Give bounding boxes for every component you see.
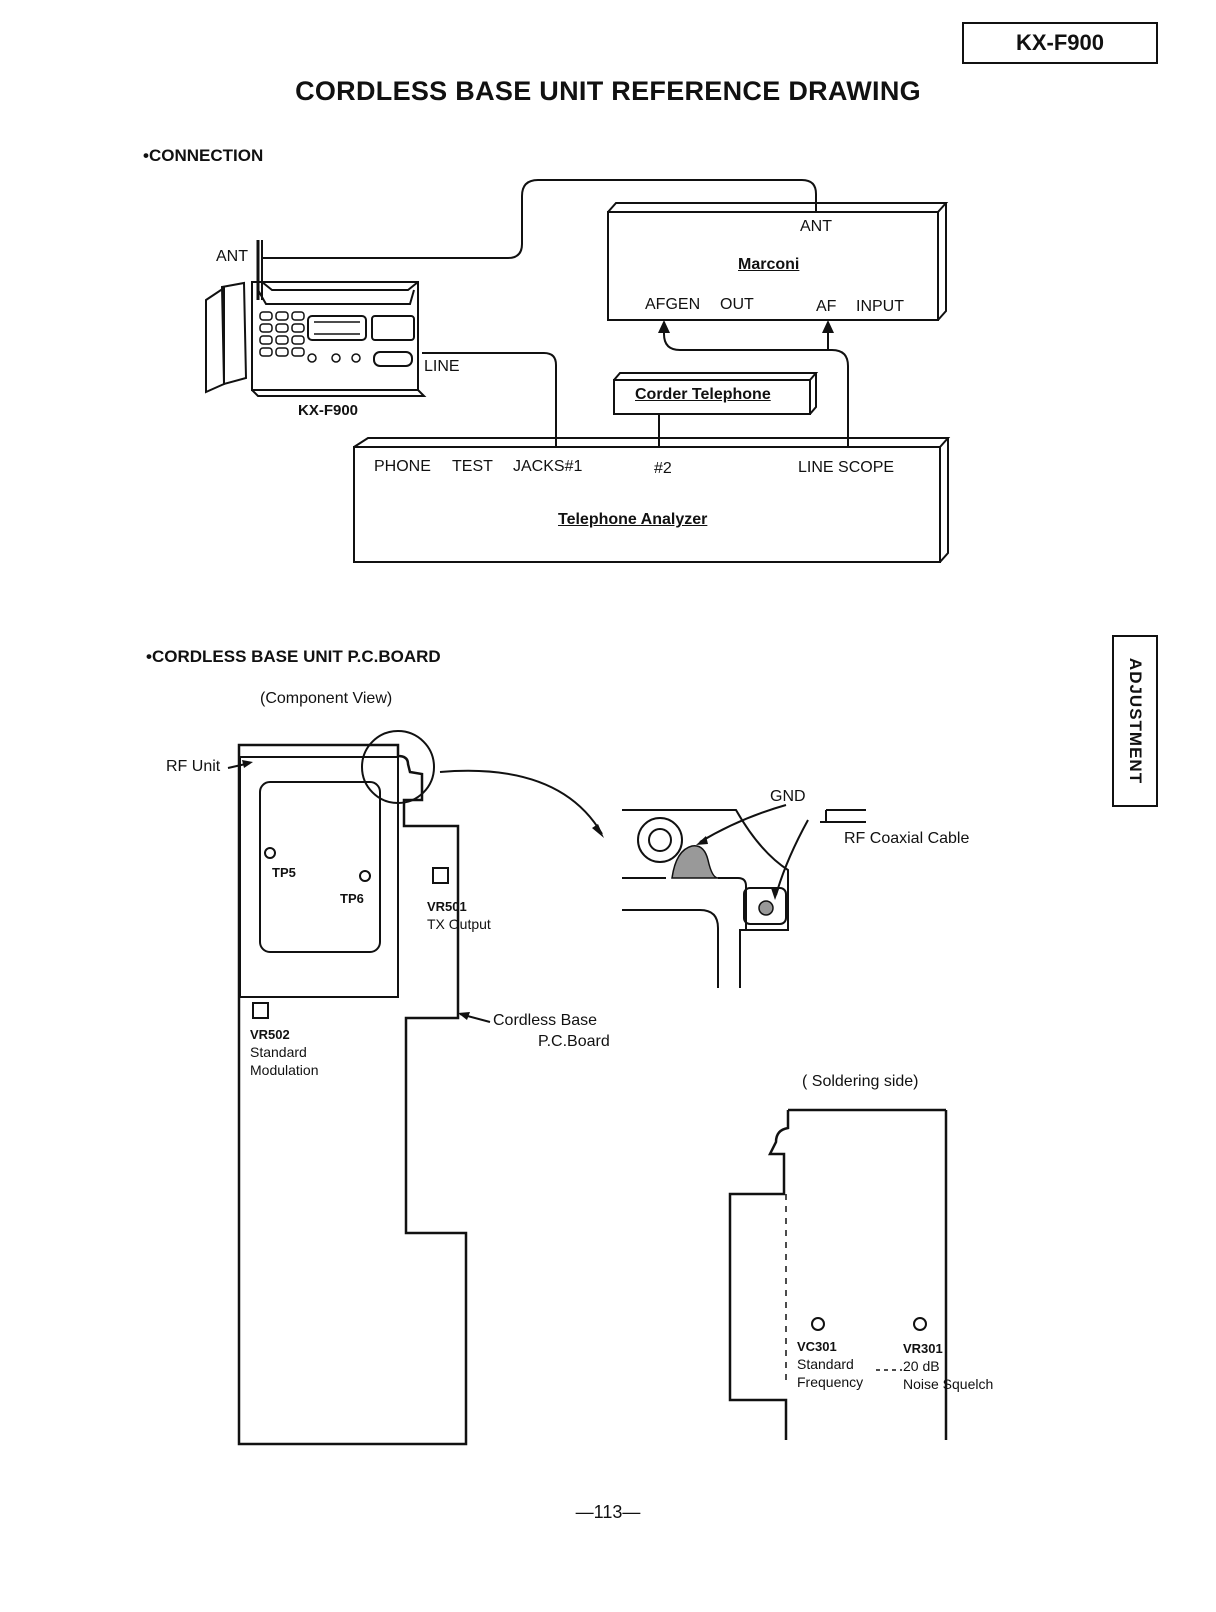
line-label: LINE — [424, 358, 460, 375]
vc301-label: VC301 — [797, 1339, 837, 1354]
solder-blob — [671, 845, 719, 879]
corder-telephone-label: Corder Telephone — [635, 386, 771, 403]
vr501-label: VR501 — [427, 899, 467, 914]
rf-unit-label: RF Unit — [166, 758, 221, 775]
ant-label: ANT — [216, 248, 248, 265]
afgen-label: AFGEN — [645, 296, 701, 313]
vr501-desc: TX Output — [427, 916, 491, 932]
vc301-desc2: Frequency — [797, 1374, 864, 1390]
soldering-side-label: ( Soldering side) — [802, 1073, 919, 1090]
vr301-label: VR301 — [903, 1341, 943, 1356]
component-view-label: (Component View) — [260, 690, 393, 707]
fax-keypad — [259, 311, 361, 363]
page-title: CORDLESS BASE UNIT REFERENCE DRAWING — [295, 76, 921, 106]
input-label: INPUT — [856, 298, 904, 315]
test-label: TEST — [452, 458, 493, 475]
tp6-label: TP6 — [340, 891, 364, 906]
connection-heading: •CONNECTION — [143, 146, 264, 165]
page-number: —113— — [575, 1502, 641, 1522]
phone-label: PHONE — [374, 458, 431, 475]
line-scope-label: LINE SCOPE — [798, 459, 895, 476]
pcboard-heading: •CORDLESS BASE UNIT P.C.BOARD — [146, 647, 441, 666]
marconi-ant-label: ANT — [800, 218, 832, 235]
marconi-label: Marconi — [738, 256, 800, 273]
vc301-desc1: Standard — [797, 1356, 854, 1372]
af-label: AF — [816, 298, 837, 315]
jacks1-label: JACKS#1 — [513, 458, 583, 475]
vr301-desc1: 20 dB — [903, 1358, 940, 1374]
jack2-label: #2 — [654, 460, 672, 477]
gnd-label: GND — [770, 788, 806, 805]
vr502-label: VR502 — [250, 1027, 290, 1042]
vr502-desc1: Standard — [250, 1044, 307, 1060]
rf-detail-view — [622, 804, 866, 988]
telephone-analyzer-label: Telephone Analyzer — [558, 511, 708, 528]
side-tab-label: ADJUSTMENT — [1126, 657, 1145, 785]
board-label-2: P.C.Board — [538, 1033, 610, 1050]
vr301-desc2: Noise Squelch — [903, 1376, 994, 1392]
side-tab: ADJUSTMENT — [1112, 635, 1158, 807]
device-label: KX-F900 — [298, 402, 359, 419]
fax-machine-icon — [205, 240, 427, 397]
model-box: KX-F900 — [962, 22, 1158, 64]
vr502-desc2: Modulation — [250, 1062, 319, 1078]
pcb-solder-outline — [728, 1110, 948, 1440]
board-label-1: Cordless Base — [493, 1012, 598, 1029]
tp5-label: TP5 — [272, 865, 296, 880]
out-label: OUT — [720, 296, 754, 313]
pcb-component-outline — [237, 730, 468, 1446]
rf-coaxial-label: RF Coaxial Cable — [844, 830, 970, 847]
